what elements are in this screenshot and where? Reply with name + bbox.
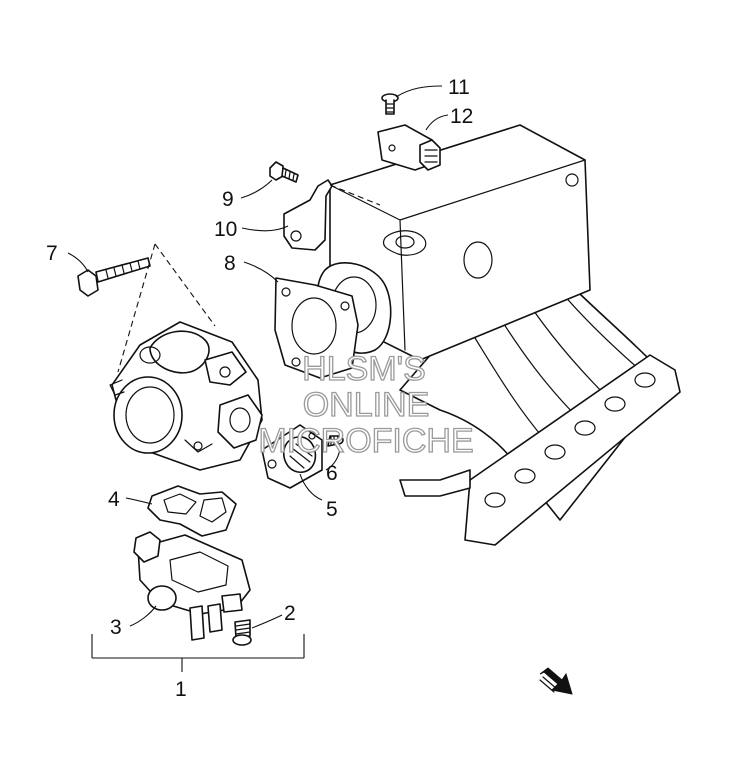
manifold-ports <box>484 372 656 508</box>
bolt-7 <box>77 243 216 373</box>
watermark-line-1: HLSM'S <box>302 350 426 388</box>
callout-7: 7 <box>46 242 58 265</box>
callout-1: 1 <box>175 678 187 701</box>
screw-6 <box>327 435 344 447</box>
callout-3: 3 <box>110 616 122 639</box>
screw-11 <box>381 93 399 115</box>
callout-9: 9 <box>222 188 234 211</box>
gasket-8 <box>274 277 359 379</box>
front-arrow-icon <box>539 667 573 695</box>
callout-12: 12 <box>450 105 473 128</box>
screw-2 <box>232 619 252 646</box>
callout-10: 10 <box>214 218 237 241</box>
sensor-12 <box>377 124 441 171</box>
callout-6: 6 <box>326 462 338 485</box>
watermark-line-2: ONLINE <box>303 386 430 424</box>
watermark-line-3: MICROFICHE <box>258 422 473 460</box>
callout-2: 2 <box>284 602 296 625</box>
tps-sensor-5 <box>261 424 323 489</box>
callout-8: 8 <box>224 252 236 275</box>
callout-5: 5 <box>326 498 338 521</box>
watermark: HLSM'S ONLINE MICROFICHE <box>258 349 475 460</box>
callout-11: 11 <box>448 76 470 99</box>
bracket-10 <box>283 179 381 251</box>
bolt-9 <box>269 161 299 183</box>
throttle-body <box>109 321 263 471</box>
callout-labels: 11 12 9 10 8 7 6 5 4 3 2 1 <box>46 76 473 701</box>
idle-air-control-3 <box>133 531 251 641</box>
leader-lines <box>67 85 449 672</box>
gasket-4 <box>147 485 237 537</box>
intake-manifold <box>316 124 681 546</box>
callout-4: 4 <box>108 488 120 511</box>
